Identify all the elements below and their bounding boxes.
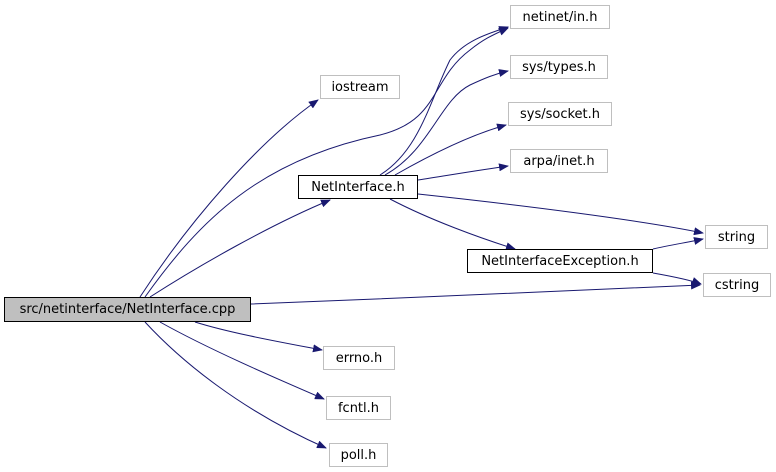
edge-netif-to-netifex bbox=[389, 198, 516, 251]
node-netinet-in-h[interactable]: netinet/in.h bbox=[510, 5, 610, 29]
edge-netif-to-systypes bbox=[384, 69, 509, 176]
edge-root-to-netinet bbox=[144, 27, 509, 298]
edge-netifex-to-string bbox=[652, 237, 704, 250]
node-sys-types-h[interactable]: sys/types.h bbox=[510, 55, 608, 79]
edge-netif-to-netinet bbox=[379, 26, 509, 176]
edge-root-to-poll bbox=[144, 321, 327, 449]
edge-netif-to-string bbox=[417, 193, 704, 236]
node-netinterfaceexception-h[interactable]: NetInterfaceException.h bbox=[467, 249, 653, 273]
node-sys-socket-h[interactable]: sys/socket.h bbox=[508, 102, 612, 126]
node-fcntl-h[interactable]: fcntl.h bbox=[326, 396, 391, 420]
node-errno-h[interactable]: errno.h bbox=[323, 346, 395, 370]
node-netinterface-h[interactable]: NetInterface.h bbox=[298, 175, 418, 199]
edge-root-to-netif bbox=[149, 199, 331, 298]
node-iostream[interactable]: iostream bbox=[320, 75, 400, 99]
node-arpa-inet-h[interactable]: arpa/inet.h bbox=[510, 149, 608, 173]
node-string[interactable]: string bbox=[705, 225, 768, 249]
edge-root-to-iostream bbox=[139, 99, 319, 298]
edge-netif-to-syssocket bbox=[394, 123, 507, 176]
edge-root-to-fcntl bbox=[159, 321, 325, 400]
edge-root-to-cstring bbox=[250, 281, 701, 305]
node-cstring[interactable]: cstring bbox=[703, 273, 771, 297]
edge-netifex-to-cstring bbox=[652, 272, 702, 285]
node-root-netinterface-cpp: src/netinterface/NetInterface.cpp bbox=[4, 297, 251, 322]
node-poll-h[interactable]: poll.h bbox=[329, 443, 388, 467]
edge-netif-to-arpainet bbox=[417, 163, 509, 181]
edge-root-to-errno bbox=[194, 321, 323, 353]
